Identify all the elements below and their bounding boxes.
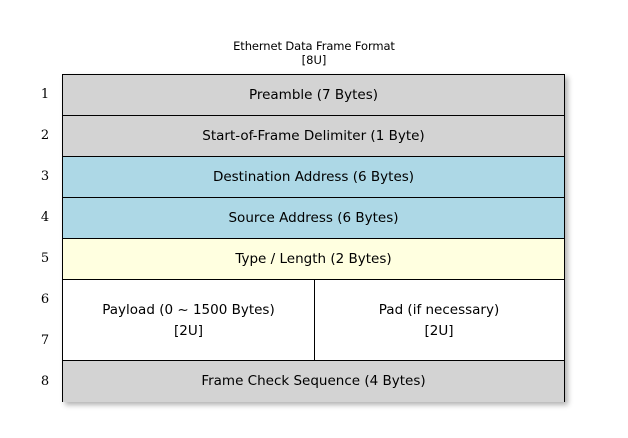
frame-cell-preamble-label: Preamble (7 Bytes) [248, 86, 379, 103]
frame-cell-pad: Pad (if necessary) [2U] [315, 280, 563, 360]
row-number-8: 8 [40, 374, 50, 389]
frame-row-type-length: Type / Length (2 Bytes) [63, 239, 564, 280]
frame-cell-source-address-label: Source Address (6 Bytes) [228, 209, 399, 226]
frame-row-preamble: Preamble (7 Bytes) [63, 75, 564, 116]
diagram-title-block: Ethernet Data Frame Format [8U] [0, 39, 628, 68]
frame-cell-pad-label: Pad (if necessary) [378, 301, 500, 318]
row-number-2: 2 [40, 128, 50, 143]
row-number-6: 6 [40, 292, 50, 307]
page-title-tag: [8U] [301, 53, 327, 68]
row-number-7: 7 [40, 333, 50, 348]
frame-row-destination-address: Destination Address (6 Bytes) [63, 157, 564, 198]
row-number-5: 5 [40, 251, 50, 266]
frame-row-start-of-frame-delimiter: Start-of-Frame Delimiter (1 Byte) [63, 116, 564, 157]
frame-cell-type-length-label: Type / Length (2 Bytes) [235, 250, 392, 267]
frame-cell-payload-tag: [2U] [173, 322, 203, 339]
page-title: Ethernet Data Frame Format [233, 39, 395, 53]
frame-cell-pad-tag: [2U] [424, 322, 454, 339]
frame-row-payload-pad: Payload (0 ~ 1500 Bytes) [2U] Pad (if ne… [63, 280, 564, 361]
row-number-gutter: 1 2 3 4 5 6 7 8 [34, 74, 56, 402]
frame-row-frame-check-sequence: Frame Check Sequence (4 Bytes) [63, 361, 564, 402]
frame-cell-start-of-frame-delimiter-label: Start-of-Frame Delimiter (1 Byte) [202, 127, 425, 144]
frame-row-source-address: Source Address (6 Bytes) [63, 198, 564, 239]
row-number-1: 1 [40, 87, 50, 102]
frame-cell-payload-label: Payload (0 ~ 1500 Bytes) [102, 301, 275, 318]
ethernet-frame-table: Preamble (7 Bytes) Start-of-Frame Delimi… [62, 74, 565, 402]
row-number-4: 4 [40, 210, 50, 225]
frame-cell-payload: Payload (0 ~ 1500 Bytes) [2U] [63, 280, 315, 360]
frame-cell-frame-check-sequence-label: Frame Check Sequence (4 Bytes) [201, 373, 426, 390]
frame-cell-destination-address-label: Destination Address (6 Bytes) [212, 168, 415, 185]
row-number-3: 3 [40, 169, 50, 184]
